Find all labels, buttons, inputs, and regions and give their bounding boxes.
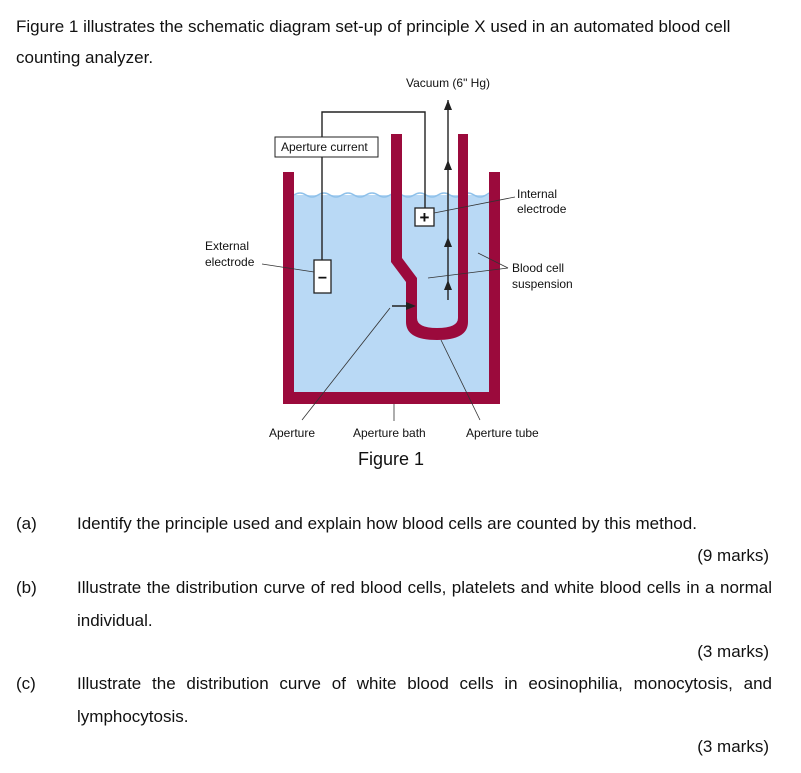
internal-electrode-box	[414, 207, 435, 227]
internal-electrode-label-line1: Internal	[517, 187, 557, 201]
question-c-label: (c)	[16, 674, 36, 693]
vacuum-arrowhead	[444, 100, 452, 110]
aperture-tube	[391, 134, 468, 340]
blood-cell-leader-1	[427, 267, 509, 279]
figure-caption: Figure 1	[358, 449, 425, 469]
question-c-marks: (3 marks)	[697, 737, 769, 756]
aperture-current-box	[274, 136, 379, 158]
minus-sign: −	[318, 270, 327, 287]
aperture-label: Aperture	[269, 426, 315, 440]
aperture-tube-leader	[440, 339, 481, 421]
aperture-tube-label: Aperture tube	[466, 426, 539, 440]
plus-sign: +	[420, 208, 430, 227]
blood-cell-leader-2	[477, 252, 509, 269]
aperture-current-label: Aperture current	[281, 140, 368, 154]
internal-electrode-label-line2: electrode	[517, 202, 567, 216]
vacuum-label: Vacuum (6" Hg)	[406, 76, 490, 90]
question-b-marks: (3 marks)	[697, 642, 769, 661]
question-c-text: Illustrate the distribution curve of whi…	[77, 674, 772, 726]
question-b-text: Illustrate the distribution curve of red…	[77, 578, 772, 630]
question-a-text: Identify the principle used and explain …	[77, 514, 697, 533]
flow-arrow-1	[444, 160, 452, 170]
aperture-leader	[301, 307, 391, 421]
aperture-bath-label: Aperture bath	[353, 426, 426, 440]
question-a-label: (a)	[16, 514, 37, 533]
flow-arrow-2	[444, 237, 452, 247]
external-electrode-label-line2: electrode	[205, 255, 255, 269]
external-electrode-leader	[261, 263, 315, 273]
external-electrode-label-line1: External	[205, 239, 249, 253]
blood-cell-label-line1: Blood cell	[512, 261, 564, 275]
question-a-marks: (9 marks)	[697, 546, 769, 565]
blood-cell-label-line2: suspension	[512, 277, 573, 291]
intro-paragraph: Figure 1 illustrates the schematic diagr…	[16, 17, 731, 67]
circuit-wire-top	[321, 111, 426, 208]
aperture-flow-arrowhead	[406, 302, 416, 310]
internal-electrode-leader	[433, 196, 516, 214]
flow-arrow-3	[444, 280, 452, 290]
question-b-label: (b)	[16, 578, 37, 597]
external-electrode-box	[313, 259, 332, 294]
